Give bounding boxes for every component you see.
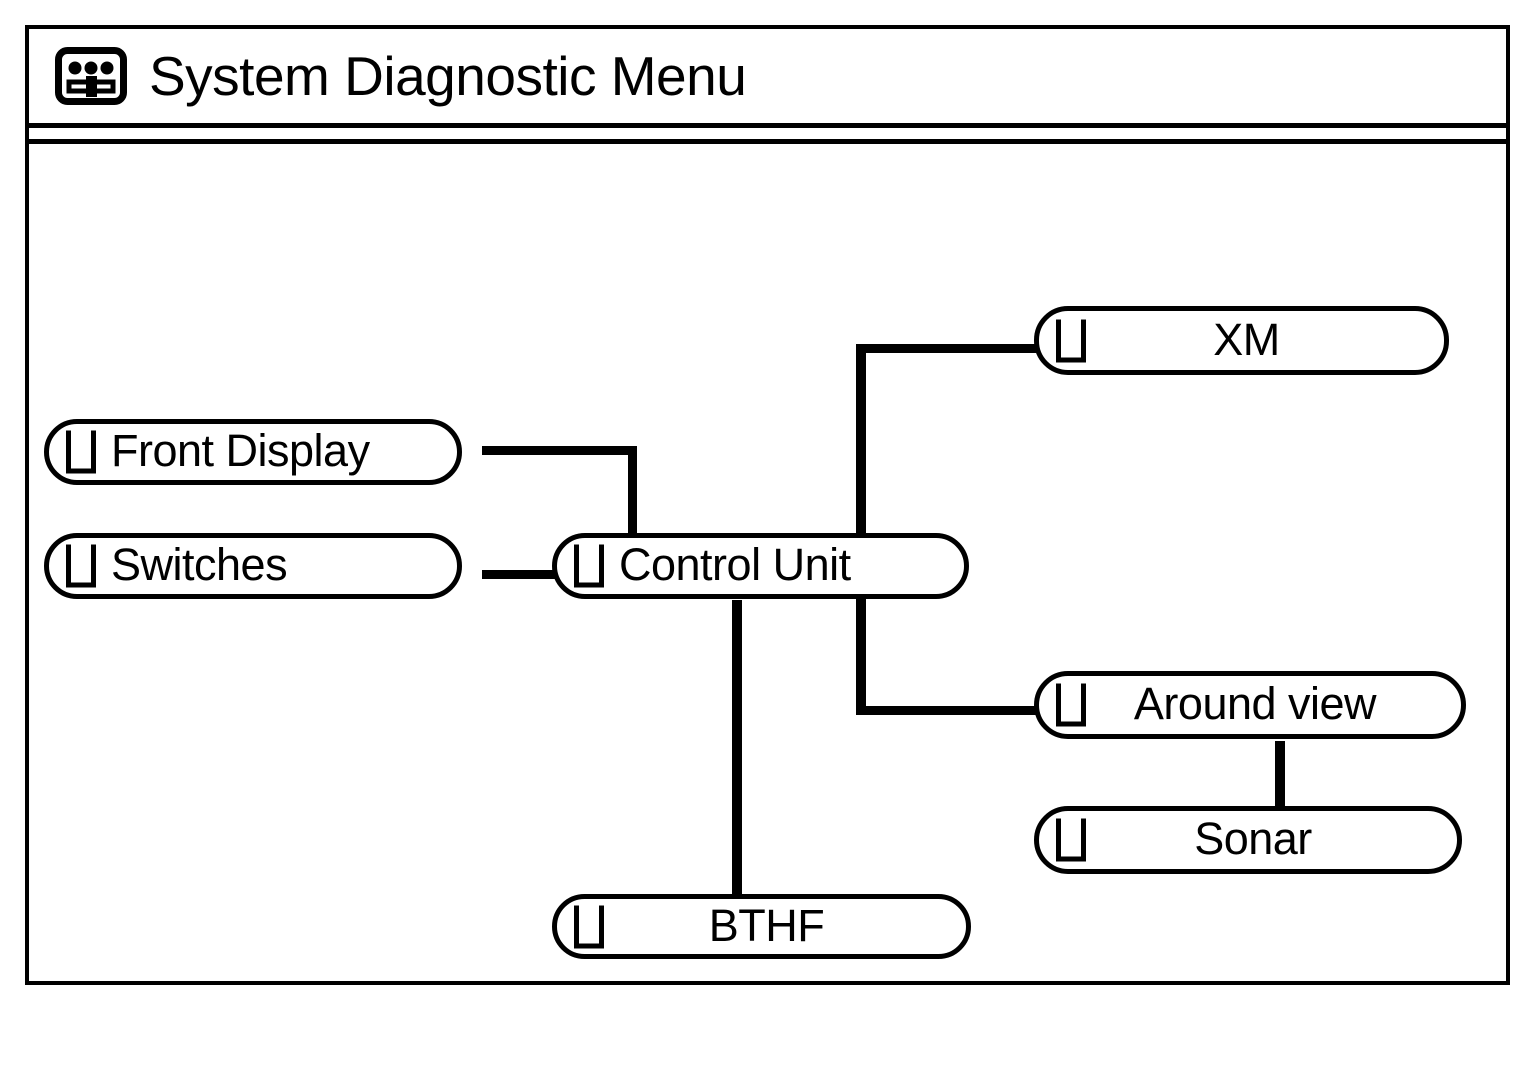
module-status-icon	[1056, 319, 1086, 362]
module-status-icon	[1056, 683, 1086, 727]
node-control-unit[interactable]: Control Unit	[552, 533, 969, 599]
connector-control-unit-right-spine	[856, 344, 866, 715]
application-window: System Diagnostic Menu Front Display	[25, 25, 1510, 985]
diagnostic-panel-icon	[55, 47, 127, 105]
module-status-icon	[574, 544, 604, 588]
module-status-icon	[1056, 818, 1086, 862]
connector-control-unit-to-xm	[856, 344, 1064, 353]
module-status-icon	[574, 905, 604, 948]
node-label: Front Display	[111, 425, 370, 476]
separator-rule-top	[29, 123, 1506, 128]
node-label: Sonar	[1194, 813, 1312, 864]
node-label: XM	[1213, 313, 1280, 365]
node-xm[interactable]: XM	[1034, 306, 1449, 375]
connector-control-unit-to-bthf	[732, 600, 742, 905]
connector-switches-to-control-unit	[482, 570, 582, 579]
system-diagram: Front Display Switches Control Unit XM A…	[29, 145, 1506, 981]
page-title: System Diagnostic Menu	[149, 44, 747, 107]
connector-control-unit-to-around-view	[856, 706, 1064, 715]
connector-front-display-to-control-unit-horizontal	[482, 446, 637, 455]
title-bar: System Diagnostic Menu	[29, 29, 1506, 123]
node-around-view[interactable]: Around view	[1034, 671, 1466, 739]
node-label: Around view	[1133, 678, 1377, 729]
node-label: BTHF	[708, 899, 825, 951]
title-separator	[29, 123, 1506, 145]
module-status-icon	[66, 544, 96, 588]
node-bthf[interactable]: BTHF	[552, 894, 971, 959]
node-front-display[interactable]: Front Display	[44, 419, 462, 485]
connector-front-display-to-control-unit-vertical	[628, 446, 637, 546]
connector-around-view-to-sonar	[1275, 741, 1285, 821]
node-label: Switches	[111, 539, 288, 590]
node-switches[interactable]: Switches	[44, 533, 462, 599]
node-label: Control Unit	[619, 539, 851, 590]
module-status-icon	[66, 430, 96, 474]
node-sonar[interactable]: Sonar	[1034, 806, 1462, 874]
separator-rule-bottom	[29, 139, 1506, 144]
